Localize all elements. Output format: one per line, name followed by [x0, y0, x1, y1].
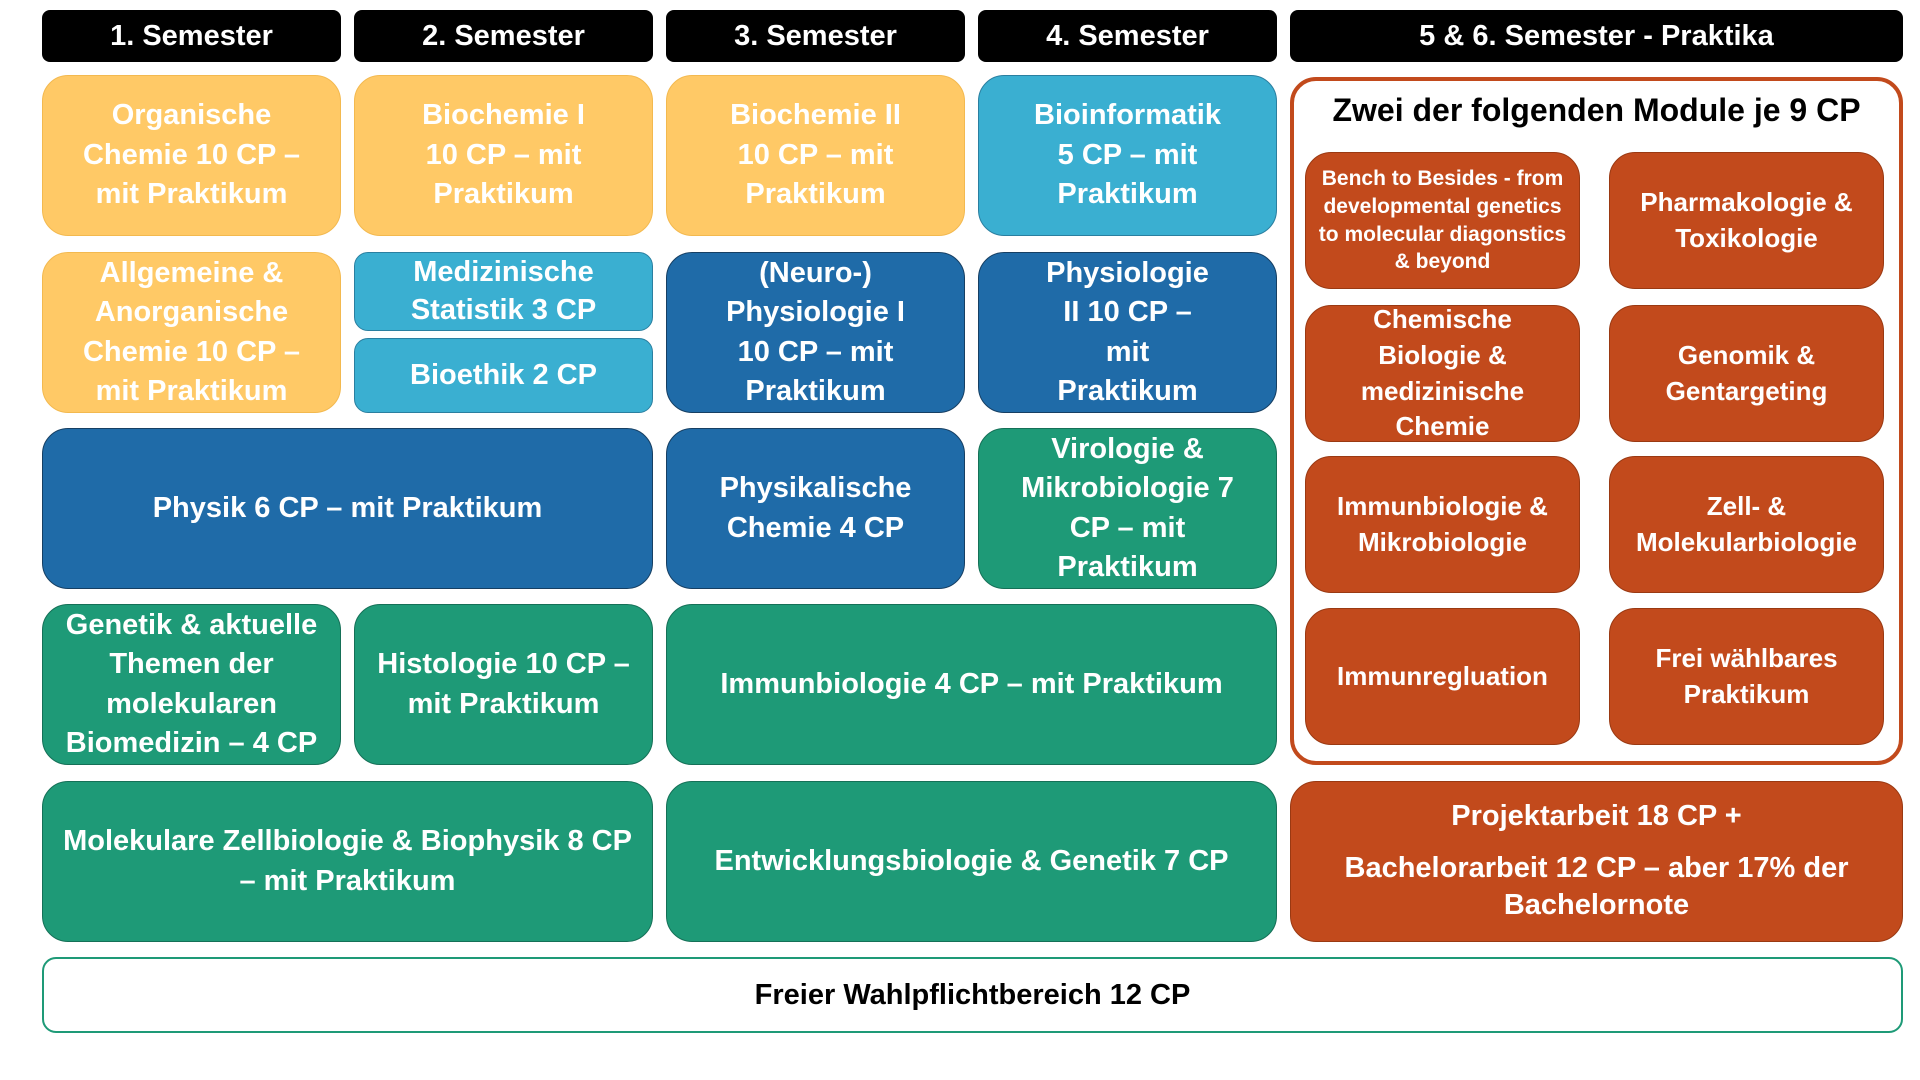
- praktikum-immunbiologie-mikrobiologie: Immunbiologie & Mikrobiologie: [1305, 456, 1580, 593]
- module-physik: Physik 6 CP – mit Praktikum: [42, 428, 653, 589]
- module-bioinformatik: Bioinformatik 5 CP – mit Praktikum: [978, 75, 1277, 236]
- module-bioethik: Bioethik 2 CP: [354, 338, 653, 413]
- module-allgemeine-anorganische-chemie: Allgemeine & Anorganische Chemie 10 CP –…: [42, 252, 341, 413]
- praktikum-bench-to-besides: Bench to Besides - from developmental ge…: [1305, 152, 1580, 289]
- module-physikalische-chemie: Physikalische Chemie 4 CP: [666, 428, 965, 589]
- module-projekt-bachelorarbeit: Projektarbeit 18 CP + Bachelorarbeit 12 …: [1290, 781, 1903, 942]
- bachelorarbeit-label: Bachelorarbeit 12 CP – aber 17% der Bach…: [1344, 851, 1849, 922]
- praktikum-genomik: Genomik & Gentargeting: [1609, 305, 1884, 442]
- header-semester-4: 4. Semester: [978, 10, 1277, 62]
- module-physiologie-2: Physiologie II 10 CP – mit Praktikum: [978, 252, 1277, 413]
- module-genetik: Genetik & aktuelle Themen der molekulare…: [42, 604, 341, 765]
- header-semester-2: 2. Semester: [354, 10, 653, 62]
- praktikum-immunregluation: Immunregluation: [1305, 608, 1580, 745]
- module-organische-chemie: Organische Chemie 10 CP – mit Praktikum: [42, 75, 341, 236]
- freier-wahlpflichtbereich: Freier Wahlpflichtbereich 12 CP: [42, 957, 1903, 1033]
- module-histologie: Histologie 10 CP – mit Praktikum: [354, 604, 653, 765]
- module-neuro-physiologie-1: (Neuro-) Physiologie I 10 CP – mit Prakt…: [666, 252, 965, 413]
- module-molekulare-zellbiologie: Molekulare Zellbiologie & Biophysik 8 CP…: [42, 781, 653, 942]
- projektarbeit-label: Projektarbeit 18 CP +: [1451, 799, 1742, 832]
- praktikum-zell-molekularbiologie: Zell- & Molekularbiologie: [1609, 456, 1884, 593]
- praktikum-chemische-biologie: Chemische Biologie & medizinische Chemie: [1305, 304, 1580, 442]
- header-semester-1: 1. Semester: [42, 10, 341, 62]
- praktika-title: Zwei der folgenden Module je 9 CP: [1332, 92, 1861, 128]
- header-semester-3: 3. Semester: [666, 10, 965, 62]
- module-entwicklungsbiologie: Entwicklungsbiologie & Genetik 7 CP: [666, 781, 1277, 942]
- praktikum-frei-waehlbar: Frei wählbares Praktikum: [1609, 608, 1884, 745]
- module-biochemie-2: Biochemie II 10 CP – mit Praktikum: [666, 75, 965, 236]
- module-biochemie-1: Biochemie I 10 CP – mit Praktikum: [354, 75, 653, 236]
- header-semester-5-6: 5 & 6. Semester - Praktika: [1290, 10, 1903, 62]
- module-medizinische-statistik: Medizinische Statistik 3 CP: [354, 252, 653, 331]
- praktikum-pharmakologie: Pharmakologie & Toxikologie: [1609, 152, 1884, 289]
- module-immunbiologie: Immunbiologie 4 CP – mit Praktikum: [666, 604, 1277, 765]
- module-virologie-mikrobiologie: Virologie & Mikrobiologie 7 CP – mit Pra…: [978, 428, 1277, 589]
